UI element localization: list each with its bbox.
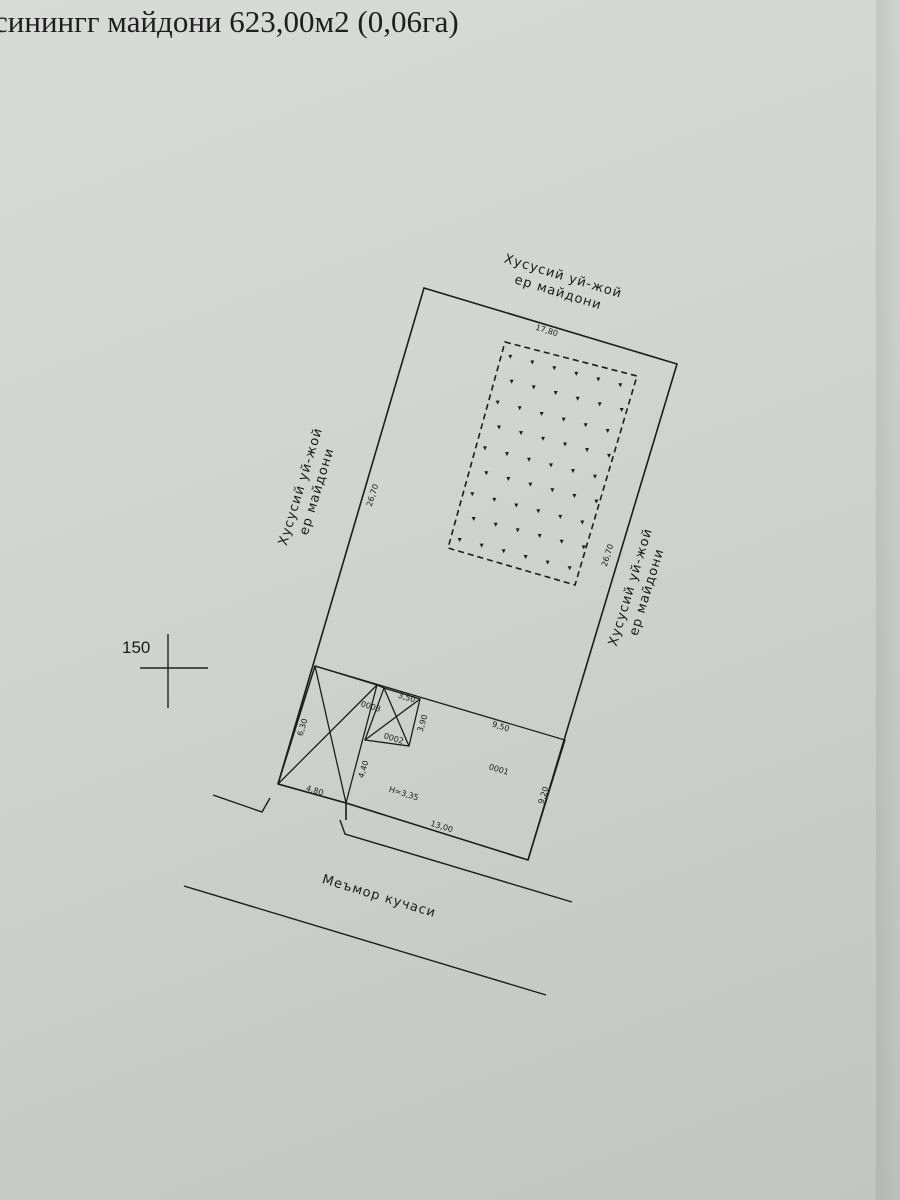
tree-mark — [618, 383, 623, 388]
tree-mark — [517, 406, 522, 411]
tree-mark — [558, 514, 563, 519]
scale-label: 150 — [122, 638, 150, 657]
neighbor-right: Хусусий уй-жой ер майдони — [606, 526, 668, 648]
dim-small-depth: 3,90 — [416, 713, 430, 733]
page-header: синингг майдони 623,00м2 (0,06га) — [0, 4, 459, 39]
tree-mark — [567, 566, 572, 571]
dim-small-width: 3,50 — [397, 691, 417, 705]
tree-mark — [553, 391, 558, 396]
tree-mark — [575, 396, 580, 401]
dim-top-width: 17,80 — [534, 323, 559, 338]
tree-mark — [528, 482, 533, 487]
orchard-area — [447, 341, 639, 586]
neighbor-top: Хусусий уй-жой ер майдони — [502, 252, 624, 314]
tree-mark — [583, 423, 588, 428]
tree-mark — [550, 488, 555, 493]
tree-mark — [594, 499, 599, 504]
neighbor-left: Хусусий уй-жой ер майдони — [276, 426, 338, 548]
tree-mark — [541, 436, 546, 441]
tree-mark — [519, 431, 524, 436]
tree-mark — [581, 545, 586, 550]
dim-height: Н=3,35 — [388, 785, 420, 803]
tree-mark — [536, 509, 541, 514]
tree-mark — [504, 452, 509, 457]
tree-mark — [482, 446, 487, 451]
tree-mark — [514, 503, 519, 508]
tree-mark — [561, 417, 566, 422]
tree-mark — [596, 377, 601, 382]
street-lines — [183, 794, 573, 996]
tree-mark — [471, 517, 476, 522]
orchard-tree-marks — [457, 354, 624, 571]
tree-mark — [548, 463, 553, 468]
scale-cross — [140, 634, 208, 708]
dim-right-length: 26,70 — [600, 543, 615, 568]
tree-mark — [545, 560, 550, 565]
tree-mark — [592, 474, 597, 479]
tree-mark — [493, 522, 498, 527]
tree-mark — [537, 534, 542, 539]
tree-mark — [457, 537, 462, 542]
tree-mark — [508, 354, 513, 359]
tree-mark — [552, 366, 557, 371]
tree-mark — [506, 476, 511, 481]
dim-bottom-main: 13,00 — [429, 819, 454, 834]
tree-mark — [526, 457, 531, 462]
tree-mark — [539, 411, 544, 416]
tree-mark — [559, 539, 564, 544]
dim-mid-depth: 4,40 — [357, 759, 371, 779]
buildings — [277, 665, 566, 861]
tree-mark — [497, 425, 502, 430]
tree-mark — [515, 528, 520, 533]
tree-mark — [563, 442, 568, 447]
tree-mark — [585, 448, 590, 453]
tree-mark — [509, 379, 514, 384]
dim-bottom-left: 4,80 — [305, 784, 325, 798]
plot-outline — [277, 287, 678, 862]
tree-mark — [495, 400, 500, 405]
dim-inner-width: 9,50 — [491, 720, 511, 734]
tree-mark — [572, 493, 577, 498]
tree-mark — [479, 543, 484, 548]
dim-left-length: 26,70 — [365, 483, 380, 508]
tree-mark — [597, 402, 602, 407]
tree-mark — [531, 385, 536, 390]
tree-mark — [607, 453, 612, 458]
tree-mark — [605, 428, 610, 433]
tree-mark — [580, 520, 585, 525]
tree-mark — [619, 408, 624, 413]
page-edge-shadow — [876, 0, 900, 1200]
tree-mark — [523, 554, 528, 559]
tree-mark — [570, 469, 575, 474]
tree-mark — [492, 497, 497, 502]
tree-mark — [501, 549, 506, 554]
tree-mark — [470, 492, 475, 497]
street-name: Меъмор кучаси — [320, 872, 438, 921]
tree-mark — [484, 471, 489, 476]
building-code-0001: 0001 — [488, 762, 510, 777]
tree-mark — [574, 371, 579, 376]
tree-mark — [530, 360, 535, 365]
